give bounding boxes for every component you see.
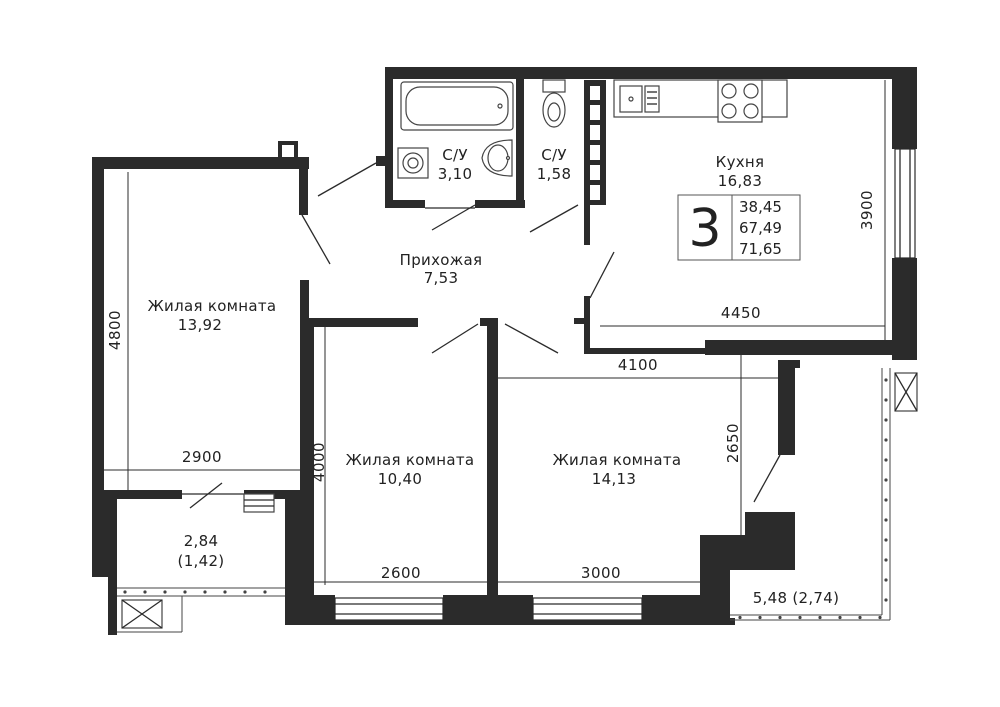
railing-post <box>818 615 822 620</box>
railing-post <box>884 458 888 462</box>
living2-area: 10,40 <box>378 470 422 488</box>
balcony-right <box>730 368 918 621</box>
stove <box>717 79 763 123</box>
railing-post <box>143 590 147 594</box>
railing-post <box>778 615 782 620</box>
railing-post <box>884 418 888 422</box>
railing-post <box>884 438 888 442</box>
kitchen-name: Кухня <box>716 153 765 171</box>
railing-post <box>884 378 888 382</box>
kitchen-area: 16,83 <box>718 172 762 190</box>
railing-post <box>163 590 167 594</box>
railing-post <box>878 615 882 620</box>
total-area: 67,49 <box>739 219 782 237</box>
hall-area: 7,53 <box>424 269 459 287</box>
living3-name: Жилая комната <box>553 451 682 469</box>
railing-post <box>884 538 888 542</box>
living1-name: Жилая комната <box>148 297 277 315</box>
bathtub <box>400 81 514 131</box>
living-area: 38,45 <box>739 198 782 216</box>
railing-post <box>223 590 227 594</box>
railing-post <box>884 398 888 402</box>
dim-living2-height: 4000 <box>310 442 328 482</box>
railing-post <box>884 598 888 602</box>
railing-post <box>884 558 888 562</box>
railing-post <box>738 615 742 620</box>
living1-area: 13,92 <box>178 316 222 334</box>
dimension-lines <box>104 80 886 585</box>
railing-post <box>884 578 888 582</box>
living2-name: Жилая комната <box>346 451 475 469</box>
walls <box>92 67 917 635</box>
living3-area: 14,13 <box>592 470 636 488</box>
railing-post <box>758 615 762 620</box>
bathroom2-area: 1,58 <box>537 165 572 183</box>
railing-post <box>183 590 187 594</box>
dim-living2-width: 2600 <box>381 564 421 582</box>
bathroom1-name: С/У <box>442 146 468 164</box>
balcony-left-area-reduced: (1,42) <box>178 552 225 570</box>
railing-post <box>884 518 888 522</box>
room-labels: С/У 3,10 С/У 1,58 Кухня 16,83 Прихожая 7… <box>148 146 840 607</box>
railing-post <box>123 590 127 594</box>
dim-kitchen-width: 4450 <box>721 304 761 322</box>
balcony-left <box>117 493 285 633</box>
balcony-left-area: 2,84 <box>184 532 219 550</box>
dimension-labels: 3900 4450 4800 2900 4000 2600 4100 2650 … <box>106 190 876 582</box>
windows <box>334 148 916 621</box>
bathroom2-name: С/У <box>541 146 567 164</box>
dim-living1-width: 2900 <box>182 448 222 466</box>
railing-post <box>263 590 267 594</box>
doors <box>182 162 781 509</box>
dim-living1-height: 4800 <box>106 310 124 350</box>
sink-bathroom <box>481 139 513 177</box>
railing-post <box>838 615 842 620</box>
total-area-with-balconies: 71,65 <box>739 240 782 258</box>
dim-kitchen-height: 3900 <box>858 190 876 230</box>
railing-post <box>884 498 888 502</box>
railing-post <box>243 590 247 594</box>
dim-living3-width: 3000 <box>581 564 621 582</box>
rooms-count: 3 <box>688 199 721 259</box>
railing-post <box>858 615 862 620</box>
railing-posts <box>123 378 888 620</box>
bathroom1-area: 3,10 <box>438 165 473 183</box>
railing-post <box>798 615 802 620</box>
dim-living3-height: 2650 <box>724 423 742 463</box>
dim-living3-span: 4100 <box>618 356 658 374</box>
toilet <box>542 79 566 128</box>
railing-post <box>884 478 888 482</box>
washing-machine <box>397 147 429 179</box>
balcony-right-area: 5,48 (2,74) <box>753 589 840 607</box>
summary-box: 3 38,45 67,49 71,65 <box>677 194 801 261</box>
hall-name: Прихожая <box>400 251 483 269</box>
railing-post <box>203 590 207 594</box>
